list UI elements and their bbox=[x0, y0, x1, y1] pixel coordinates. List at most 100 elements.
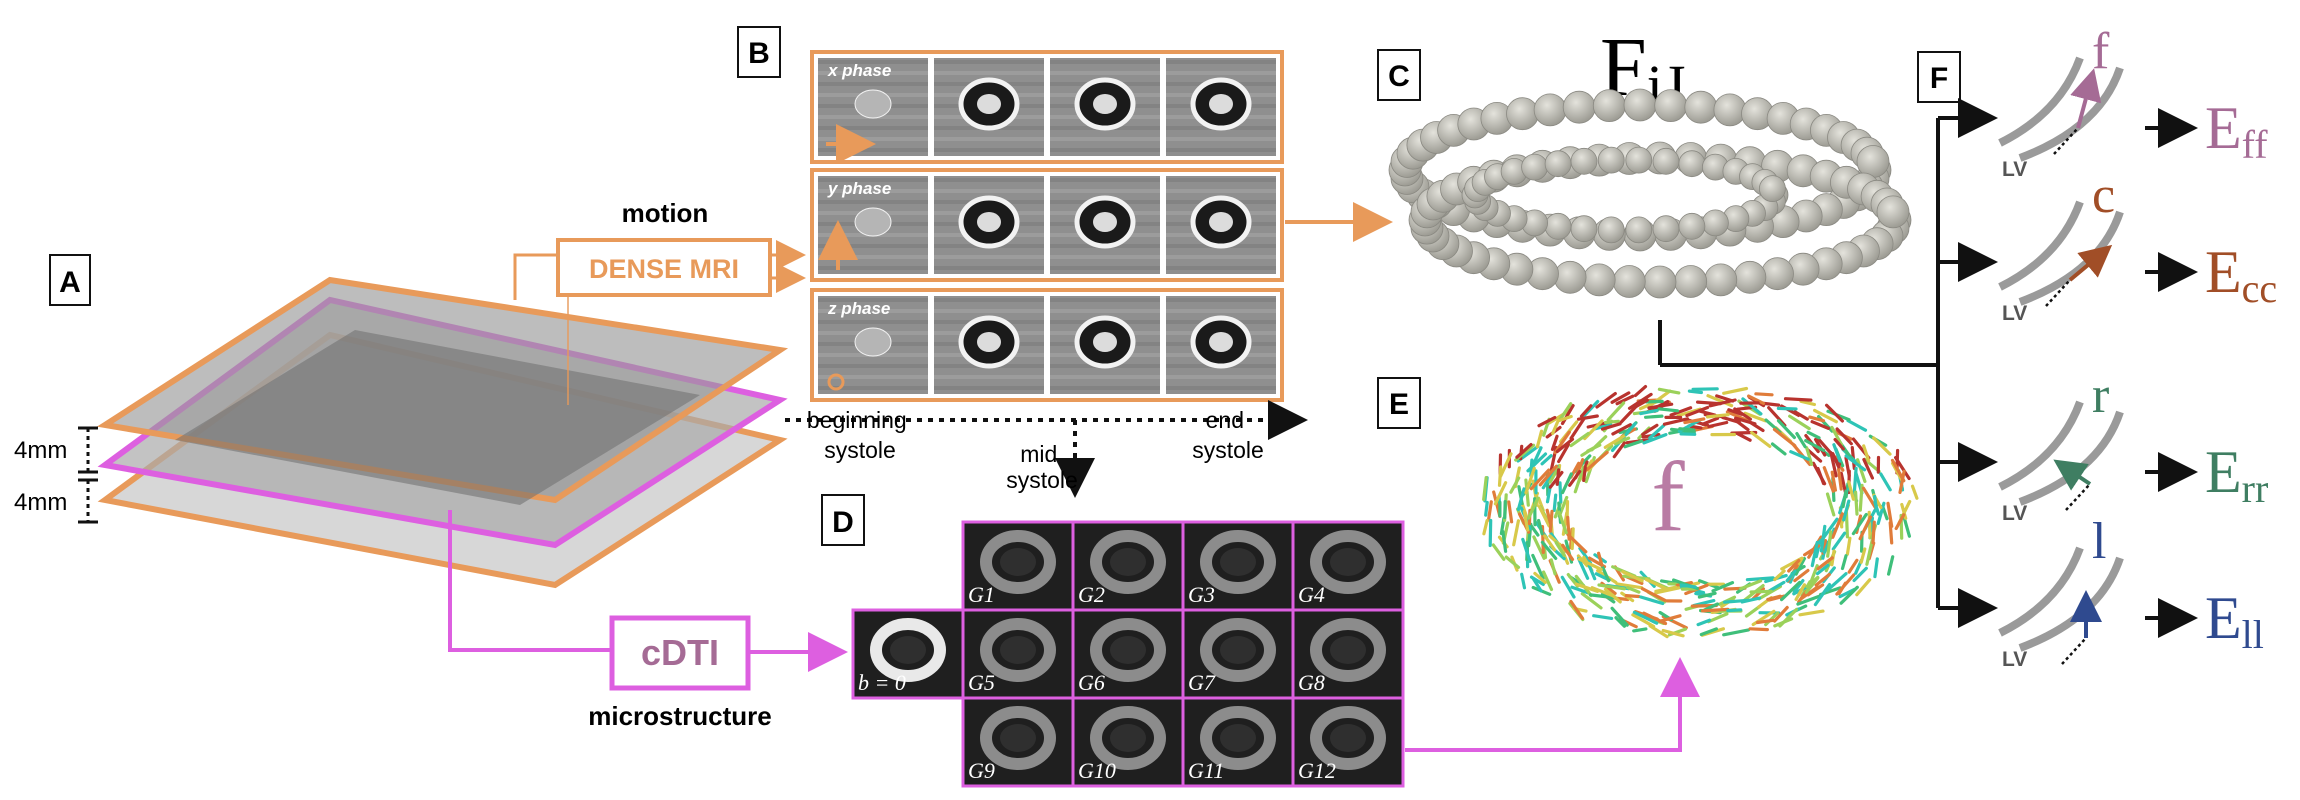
dti-cavity bbox=[1000, 548, 1036, 576]
fiber-segment bbox=[1560, 472, 1573, 495]
fiber-segment bbox=[1722, 598, 1750, 604]
fiber-segment bbox=[1749, 589, 1773, 594]
panel-e-label: E bbox=[1389, 388, 1409, 421]
material-point bbox=[1625, 146, 1653, 174]
dti-heart bbox=[1200, 618, 1276, 682]
panel-f-label: F bbox=[1930, 62, 1948, 95]
gradient-label: G10 bbox=[1078, 758, 1116, 783]
fiber-segment bbox=[1587, 563, 1597, 581]
fiber-segment bbox=[1529, 468, 1551, 491]
fiber-segment bbox=[1603, 419, 1621, 425]
strain-label: Err bbox=[2205, 439, 2268, 511]
strain-letter: E bbox=[2205, 585, 2242, 651]
gradient-label: G11 bbox=[1188, 758, 1224, 783]
gradient-tile: G12 bbox=[1291, 696, 1405, 788]
direction-vector bbox=[2068, 244, 2113, 282]
fiber-segment bbox=[1700, 416, 1720, 426]
fiber-segment bbox=[1697, 591, 1717, 599]
fiber-segment bbox=[1509, 476, 1521, 494]
fiber-segment bbox=[1641, 423, 1659, 436]
phase-heart-core bbox=[1209, 94, 1233, 114]
fiber-segment bbox=[1537, 505, 1551, 528]
phase-heart-core bbox=[1093, 332, 1117, 352]
phase-heart bbox=[854, 89, 892, 119]
phase-heart-core bbox=[1093, 94, 1117, 114]
fiber-segment bbox=[1876, 501, 1886, 526]
fiber-segment bbox=[1597, 583, 1626, 591]
fiber-segment bbox=[1822, 466, 1835, 493]
panel-a-label-box bbox=[49, 254, 91, 306]
fiber-segment bbox=[1776, 419, 1797, 440]
fiber-segment bbox=[1632, 610, 1659, 625]
fiber-segment bbox=[1632, 627, 1648, 633]
fiber-segment bbox=[1524, 466, 1536, 495]
dti-heart bbox=[1090, 618, 1166, 682]
fiber-segment bbox=[1739, 579, 1763, 591]
fiber-segment bbox=[1595, 392, 1617, 409]
lv-wall-outer bbox=[2018, 66, 2124, 162]
phase-heart-core bbox=[977, 212, 1001, 232]
fiber-segment bbox=[1871, 436, 1892, 456]
fiber-segment bbox=[1516, 487, 1526, 511]
material-point bbox=[1612, 265, 1646, 298]
fiber-segment bbox=[1580, 592, 1603, 610]
gradient-tile: G6 bbox=[1071, 608, 1185, 700]
fiber-segment bbox=[1699, 627, 1719, 637]
panel-b-label-box bbox=[737, 26, 781, 78]
dti-cavity bbox=[1220, 636, 1256, 664]
material-point bbox=[1654, 89, 1688, 122]
gradient-label: G5 bbox=[968, 670, 995, 695]
fiber-segment bbox=[1840, 554, 1848, 571]
dense-row-label: z phase bbox=[827, 299, 890, 318]
fiber-segment bbox=[1711, 580, 1735, 593]
fiber-segment bbox=[1543, 534, 1557, 552]
fiber-segment bbox=[1794, 583, 1807, 602]
gradient-tile: G9 bbox=[961, 696, 1075, 788]
fiber-segment bbox=[1585, 450, 1609, 471]
dense-phase-tile bbox=[1166, 58, 1276, 156]
material-point bbox=[1678, 150, 1706, 178]
fiber-segment bbox=[1839, 585, 1859, 605]
fiber-segment bbox=[1644, 399, 1664, 404]
fiber-segment bbox=[1522, 509, 1530, 532]
fiber-segment bbox=[1588, 593, 1618, 600]
fiber-segment bbox=[1658, 614, 1682, 623]
fiber-segment bbox=[1722, 628, 1751, 637]
material-point bbox=[1625, 216, 1653, 244]
fiber-segment bbox=[1804, 576, 1820, 595]
fiber-segment bbox=[1512, 519, 1521, 547]
phase-tile-texture bbox=[818, 298, 928, 302]
dense-mri-label: DENSE MRI bbox=[589, 254, 739, 284]
material-point bbox=[1643, 265, 1677, 299]
fiber-segment bbox=[1657, 407, 1680, 413]
gradient-tile: G11 bbox=[1181, 696, 1295, 788]
material-point bbox=[1713, 93, 1747, 127]
dti-heart bbox=[1090, 530, 1166, 594]
spacing-label-bottom: 4mm bbox=[14, 489, 67, 516]
fiber-segment bbox=[1482, 476, 1488, 501]
gradient-tile: G10 bbox=[1071, 696, 1185, 788]
dti-heart bbox=[1310, 706, 1386, 770]
dense-row-label: x phase bbox=[827, 61, 891, 80]
dti-heart bbox=[1090, 706, 1166, 770]
material-point bbox=[1544, 150, 1572, 178]
fiber-segment bbox=[1566, 515, 1571, 541]
fiber-segment bbox=[1847, 480, 1856, 501]
fiber-segment bbox=[1556, 414, 1573, 423]
fiber-segment bbox=[1702, 602, 1720, 612]
dense-phase-tile bbox=[934, 176, 1044, 274]
gradient-label: G7 bbox=[1188, 670, 1216, 695]
fiber-segment bbox=[1820, 517, 1839, 542]
strain-letter: E bbox=[2205, 439, 2242, 505]
fiber-segment bbox=[1582, 465, 1587, 482]
fiber-segment bbox=[1873, 557, 1879, 579]
fiber-field bbox=[1482, 385, 1919, 639]
fiber-segment bbox=[1841, 489, 1848, 509]
panel-c: C FiJ bbox=[1377, 21, 1912, 299]
dti-cavity bbox=[1110, 636, 1146, 664]
strain-letter: E bbox=[2205, 95, 2242, 161]
fiber-segment bbox=[1830, 425, 1844, 447]
fiber-segment bbox=[1503, 500, 1507, 520]
dti-cavity bbox=[1330, 548, 1366, 576]
spacing-label-top: 4mm bbox=[14, 437, 67, 464]
